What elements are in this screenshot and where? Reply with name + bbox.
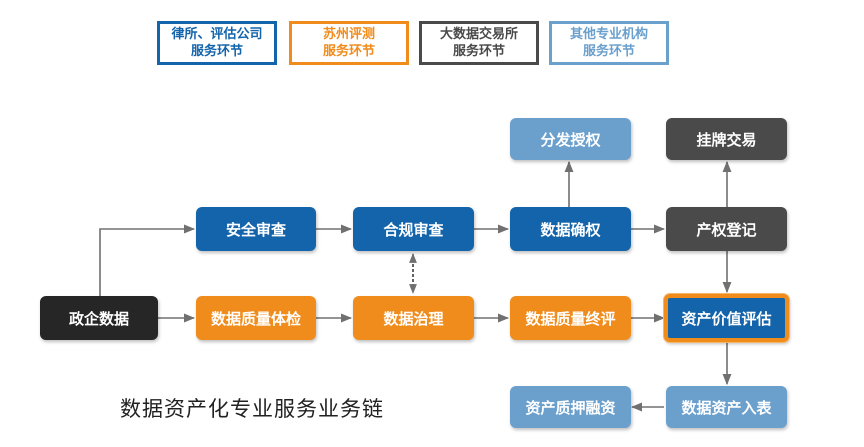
legend-other-agencies-line1: 其他专业机构 (569, 27, 648, 42)
diagram-caption: 数据资产化专业服务业务链 (120, 397, 384, 421)
node-property-registration-label: 产权登记 (696, 220, 757, 239)
legend-law-firm-line2: 服务环节 (190, 44, 243, 59)
legend-law-firm-line1: 律所、评估公司 (171, 27, 263, 42)
node-listing-trading: 挂牌交易 (666, 118, 787, 160)
node-asset-valuation: 资产价值评估 (664, 294, 789, 342)
legend-big-data-exchange-line1: 大数据交易所 (439, 27, 518, 42)
node-quality-final-eval: 数据质量终评 (510, 296, 631, 340)
node-gov-data-label: 政企数据 (68, 309, 129, 328)
node-asset-pledge-finance: 资产质押融资 (510, 386, 631, 428)
node-compliance-review-label: 合规审查 (383, 220, 444, 239)
legend-big-data-exchange: 大数据交易所 服务环节 (419, 21, 539, 65)
node-data-rights-label: 数据确权 (540, 220, 601, 239)
node-property-registration: 产权登记 (666, 207, 787, 251)
node-gov-data: 政企数据 (40, 296, 158, 340)
node-quality-final-eval-label: 数据质量终评 (525, 309, 616, 328)
node-listing-trading-label: 挂牌交易 (696, 130, 757, 149)
node-security-review: 安全审查 (196, 207, 316, 251)
node-quality-check: 数据质量体检 (196, 296, 316, 340)
node-asset-pledge-finance-label: 资产质押融资 (525, 398, 616, 417)
arrow-gov-to-security (99, 224, 196, 296)
node-quality-check-label: 数据质量体检 (210, 309, 301, 328)
legend-big-data-exchange-line2: 服务环节 (452, 44, 505, 59)
node-asset-valuation-label: 资产价值评估 (681, 309, 772, 328)
node-distribution-auth: 分发授权 (510, 118, 631, 160)
node-data-governance: 数据治理 (353, 296, 474, 340)
node-distribution-auth-label: 分发授权 (540, 130, 601, 149)
node-data-governance-label: 数据治理 (383, 309, 444, 328)
legend-law-firm: 律所、评估公司 服务环节 (157, 21, 277, 65)
node-asset-on-balance: 数据资产入表 (666, 386, 787, 428)
node-data-rights: 数据确权 (510, 207, 631, 251)
legend-suzhou-eval: 苏州评测 服务环节 (289, 21, 409, 65)
node-compliance-review: 合规审查 (353, 207, 474, 251)
node-security-review-label: 安全审查 (225, 220, 286, 239)
legend-suzhou-eval-line1: 苏州评测 (322, 27, 375, 42)
legend-suzhou-eval-line2: 服务环节 (322, 44, 375, 59)
legend-other-agencies: 其他专业机构 服务环节 (549, 21, 669, 65)
legend-other-agencies-line2: 服务环节 (582, 44, 635, 59)
node-asset-on-balance-label: 数据资产入表 (681, 398, 772, 417)
